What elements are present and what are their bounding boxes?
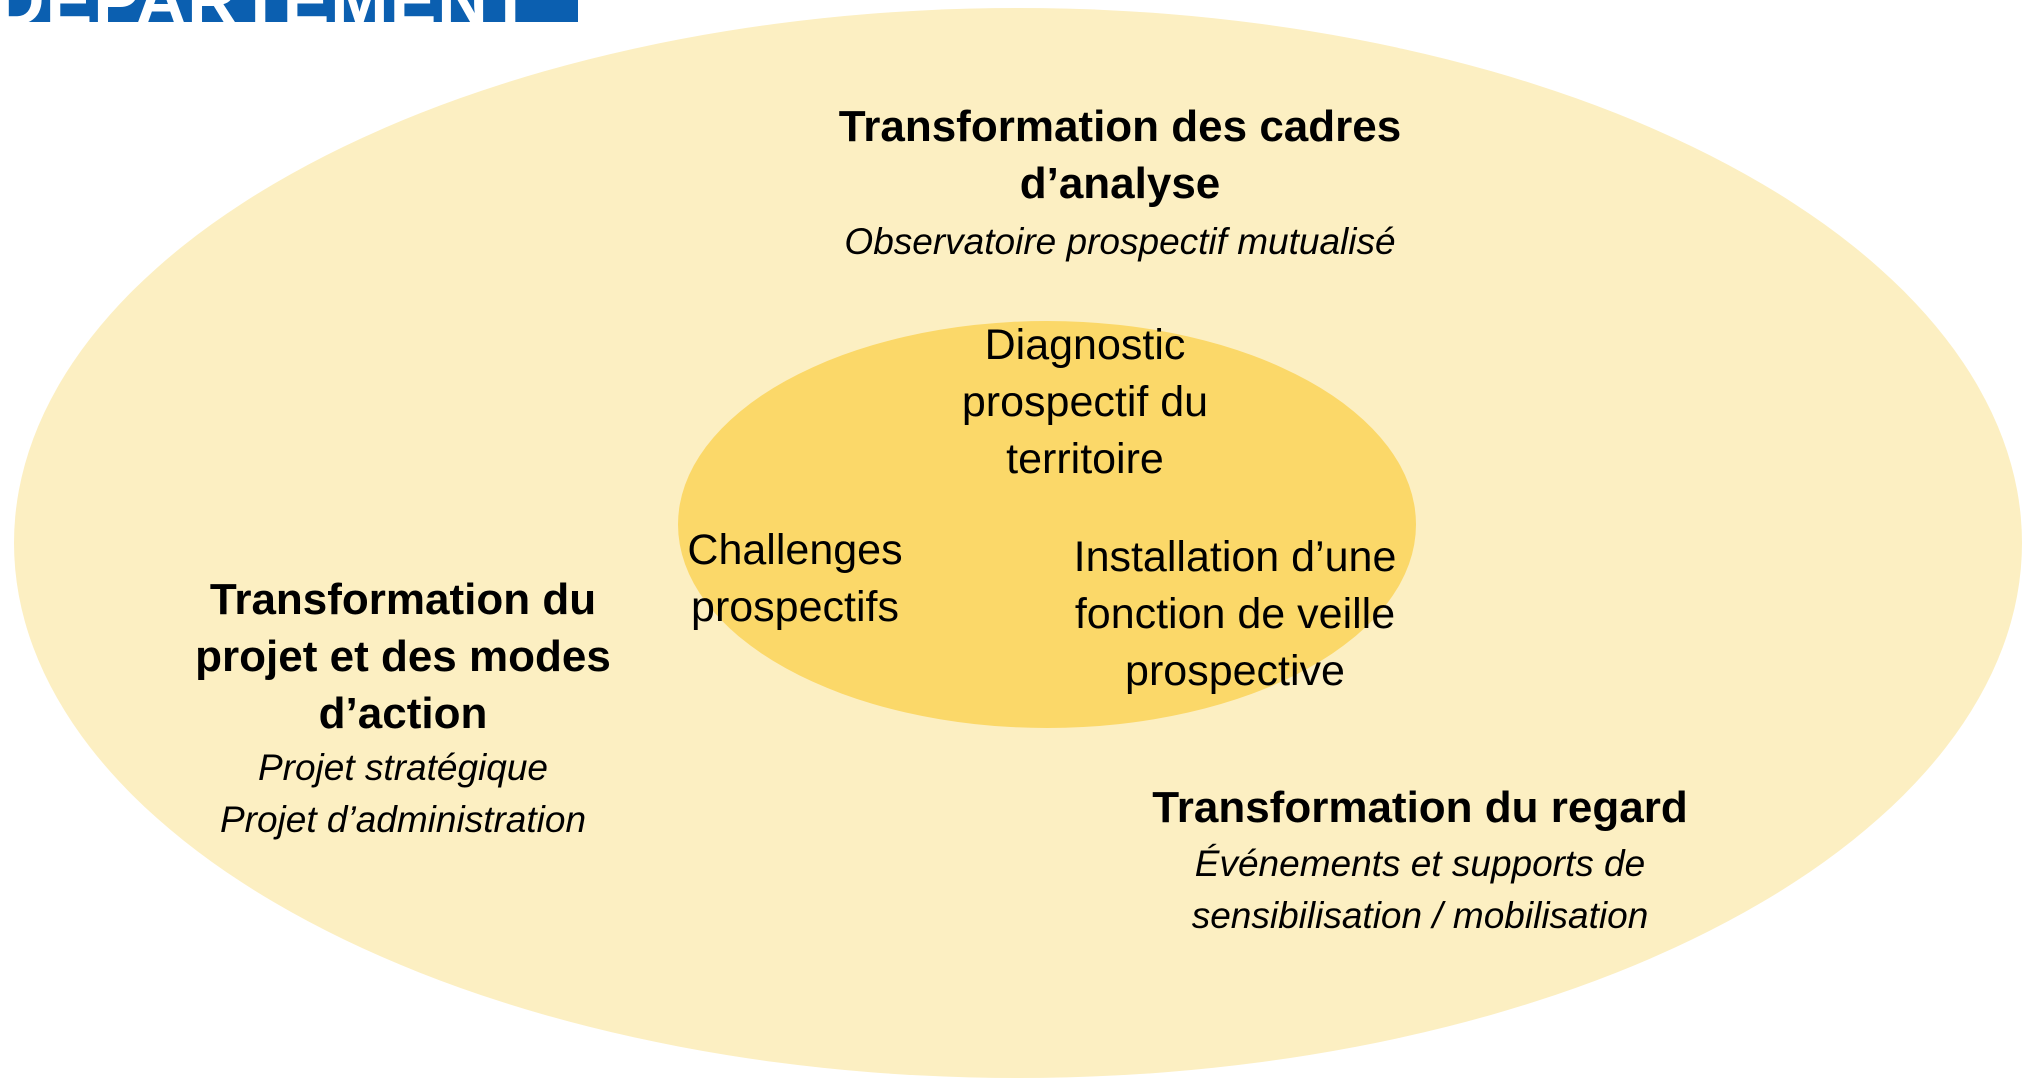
department-banner: DÉPARTEMENT [0,0,578,22]
inner-ellipse [678,321,1416,728]
core-diagnostic: Diagnostic prospectif du territoire [885,317,1285,488]
banner-text: DÉPARTEMENT [0,0,533,22]
top-title-line1: Transformation des cadres [838,102,1402,151]
left-title-line3: d’action [318,689,488,738]
left-title-line1: Transformation du [209,575,597,624]
bottom-right-sub-line1: Événements et supports de [1194,843,1646,884]
left-sub-line2: Projet d’administration [219,799,587,840]
diagnostic-line3: territoire [1006,435,1164,483]
core-veille: Installation d’une fonction de veille pr… [1015,529,1455,700]
bottom-right-sub-line2: sensibilisation / mobilisation [1191,895,1649,936]
challenges-line2: prospectifs [691,583,899,631]
top-title-line2: d’analyse [1019,159,1221,208]
core-challenges: Challenges prospectifs [645,522,945,636]
left-title-line2: projet et des modes [195,632,611,681]
top-subtitle: Observatoire prospectif mutualisé [844,221,1396,262]
challenges-line1: Challenges [687,526,903,574]
diagnostic-line2: prospectif du [961,378,1209,426]
left-section: Transformation du projet et des modes d’… [143,571,663,846]
left-sub-line1: Projet stratégique [257,747,548,788]
diagnostic-line1: Diagnostic [984,321,1186,369]
top-section: Transformation des cadres d’analyse Obse… [700,98,1540,268]
bottom-right-section: Transformation du regard Événements et s… [1070,779,1770,942]
bottom-right-title: Transformation du regard [1152,783,1688,832]
veille-line2: fonction de veille [1074,590,1396,638]
veille-line3: prospective [1125,647,1345,695]
veille-line1: Installation d’une [1073,533,1397,581]
